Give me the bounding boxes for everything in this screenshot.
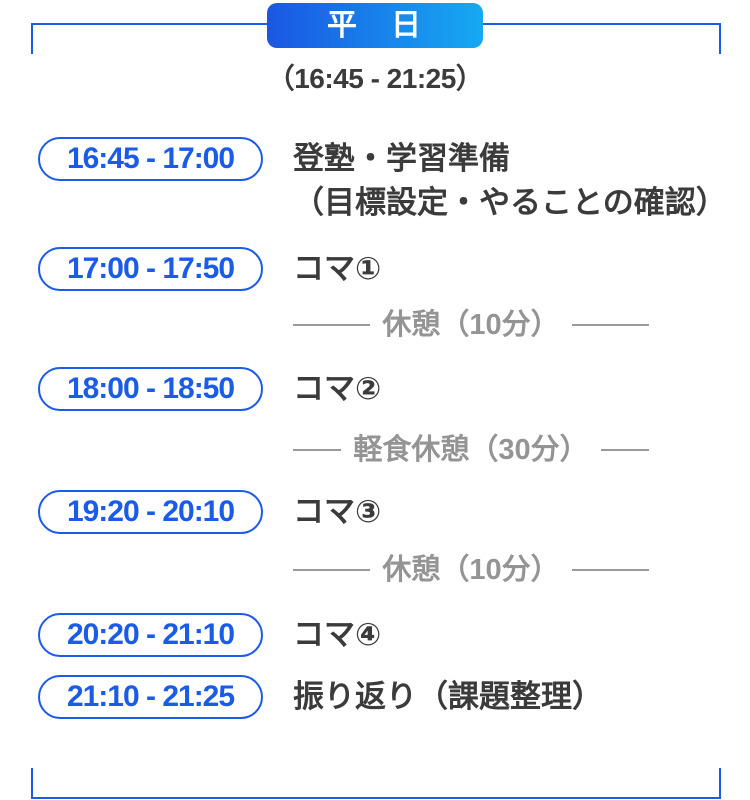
time-pill: 18:00 - 18:50 [38, 367, 263, 411]
break-line-left [293, 449, 342, 451]
schedule-slot-row: 19:20 - 20:10 コマ③ [38, 490, 698, 534]
weekday-badge: 平 日 [267, 3, 483, 48]
schedule-slot-row: 17:00 - 17:50 コマ① [38, 247, 698, 291]
frame-bottom-bracket [31, 768, 721, 799]
slot-title: 振り返り（課題整理） [293, 679, 603, 714]
slot-text: コマ① [293, 247, 381, 291]
time-pill-label: 18:00 - 18:50 [66, 372, 235, 405]
break-line-left [293, 569, 371, 571]
slot-text: コマ② [293, 367, 381, 411]
time-pill-label: 19:20 - 20:10 [66, 495, 235, 528]
slot-title: コマ① [293, 251, 382, 286]
time-pill-label: 16:45 - 17:00 [66, 142, 235, 175]
slot-text: 振り返り（課題整理） [293, 675, 603, 719]
slot-text: 登塾・学習準備 （目標設定・やることの確認） [293, 137, 727, 225]
break-line-right [571, 324, 650, 326]
time-pill: 17:00 - 17:50 [38, 247, 263, 291]
break-line-right [571, 569, 650, 571]
schedule-slot-row: 20:20 - 21:10 コマ④ [38, 613, 698, 657]
slot-title: 登塾・学習準備 [293, 141, 510, 176]
time-pill: 21:10 - 21:25 [38, 675, 263, 719]
slot-title: コマ④ [293, 617, 382, 652]
time-pill-label: 21:10 - 21:25 [66, 680, 235, 713]
time-pill-label: 20:20 - 21:10 [66, 618, 235, 651]
break-label: 休憩（10分） [382, 308, 560, 341]
slot-title: コマ② [293, 371, 382, 406]
schedule-slot-row: 21:10 - 21:25 振り返り（課題整理） [38, 675, 698, 719]
break-label: 休憩（10分） [382, 553, 560, 586]
time-pill-label: 17:00 - 17:50 [66, 252, 235, 285]
break-divider-row: 休憩（10分） [293, 303, 650, 347]
time-pill: 16:45 - 17:00 [38, 137, 263, 181]
time-pill: 19:20 - 20:10 [38, 490, 263, 534]
break-divider-row: 軽食休憩（30分） [293, 428, 650, 472]
schedule-slot-row: 18:00 - 18:50 コマ② [38, 367, 698, 411]
slot-text: コマ③ [293, 490, 381, 534]
time-pill: 20:20 - 21:10 [38, 613, 263, 657]
break-label: 軽食休憩（30分） [353, 433, 589, 466]
break-line-right [600, 449, 650, 451]
break-line-left [293, 324, 371, 326]
schedule-slot-row: 16:45 - 17:00 登塾・学習準備 （目標設定・やることの確認） [38, 137, 727, 225]
slot-text: コマ④ [293, 613, 381, 657]
schedule-rows: 16:45 - 17:00 登塾・学習準備 （目標設定・やることの確認） 17:… [38, 137, 727, 719]
break-divider-row: 休憩（10分） [293, 548, 650, 592]
weekday-badge-label: 平 日 [327, 8, 423, 42]
overall-time-range: （16:45 - 21:25） [266, 63, 484, 94]
slot-title: コマ③ [293, 494, 382, 529]
slot-subtitle: （目標設定・やることの確認） [293, 185, 727, 220]
